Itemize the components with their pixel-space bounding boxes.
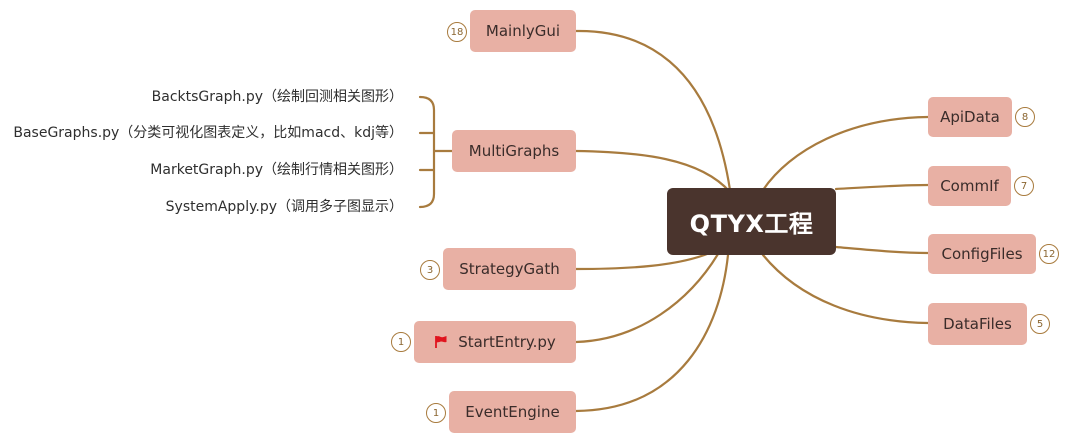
link-strategygath xyxy=(574,250,714,271)
link-eventengine xyxy=(574,253,730,413)
link-configfiles xyxy=(834,245,930,255)
link-multigraphs xyxy=(574,149,732,194)
node-configfiles[interactable]: ConfigFiles xyxy=(928,234,1036,274)
node-label: StrategyGath xyxy=(459,260,560,278)
red-flag-icon xyxy=(435,336,447,348)
node-mainlygui[interactable]: MainlyGui xyxy=(470,10,576,52)
badge-configfiles[interactable]: 12 xyxy=(1039,244,1059,264)
node-eventengine[interactable]: EventEngine xyxy=(449,391,576,433)
badge-eventengine[interactable]: 1 xyxy=(426,403,446,423)
node-label: StartEntry.py xyxy=(458,333,556,351)
node-label: ApiData xyxy=(940,108,1000,126)
link-mainlygui xyxy=(574,29,732,192)
link-datafiles xyxy=(761,253,930,325)
node-label: ConfigFiles xyxy=(941,245,1023,263)
node-datafiles[interactable]: DataFiles xyxy=(928,303,1027,345)
leaf-basegraphs[interactable]: BaseGraphs.py（分类可视化图表定义，比如macd、kdj等） xyxy=(13,125,403,141)
node-startentry[interactable]: StartEntry.py xyxy=(414,321,576,363)
node-label: DataFiles xyxy=(943,315,1012,333)
node-label: CommIf xyxy=(940,177,999,195)
link-startentry xyxy=(574,252,720,344)
leaf-systemapply[interactable]: SystemApply.py（调用多子图显示） xyxy=(165,199,403,215)
root-label: QTYX工程 xyxy=(689,210,814,238)
badge-apidata[interactable]: 8 xyxy=(1015,107,1035,127)
badge-mainlygui[interactable]: 18 xyxy=(447,22,467,42)
badge-strategygath[interactable]: 3 xyxy=(420,260,440,280)
badge-startentry[interactable]: 1 xyxy=(391,332,411,352)
link-apidata xyxy=(761,115,930,192)
node-label: EventEngine xyxy=(465,403,560,421)
link-commif xyxy=(834,183,930,191)
node-strategygath[interactable]: StrategyGath xyxy=(443,248,576,290)
node-multigraphs[interactable]: MultiGraphs xyxy=(452,130,576,172)
node-commif[interactable]: CommIf xyxy=(928,166,1011,206)
node-label: MainlyGui xyxy=(485,22,561,40)
multigraphs-bracket xyxy=(418,95,454,209)
badge-datafiles[interactable]: 5 xyxy=(1030,314,1050,334)
node-label: MultiGraphs xyxy=(468,142,560,160)
leaf-marketgraph[interactable]: MarketGraph.py（绘制行情相关图形） xyxy=(150,162,403,178)
badge-commif[interactable]: 7 xyxy=(1014,176,1034,196)
leaf-backtsgraph[interactable]: BacktsGraph.py（绘制回测相关图形） xyxy=(151,89,403,105)
root-node[interactable]: QTYX工程 xyxy=(667,188,836,255)
node-apidata[interactable]: ApiData xyxy=(928,97,1012,137)
